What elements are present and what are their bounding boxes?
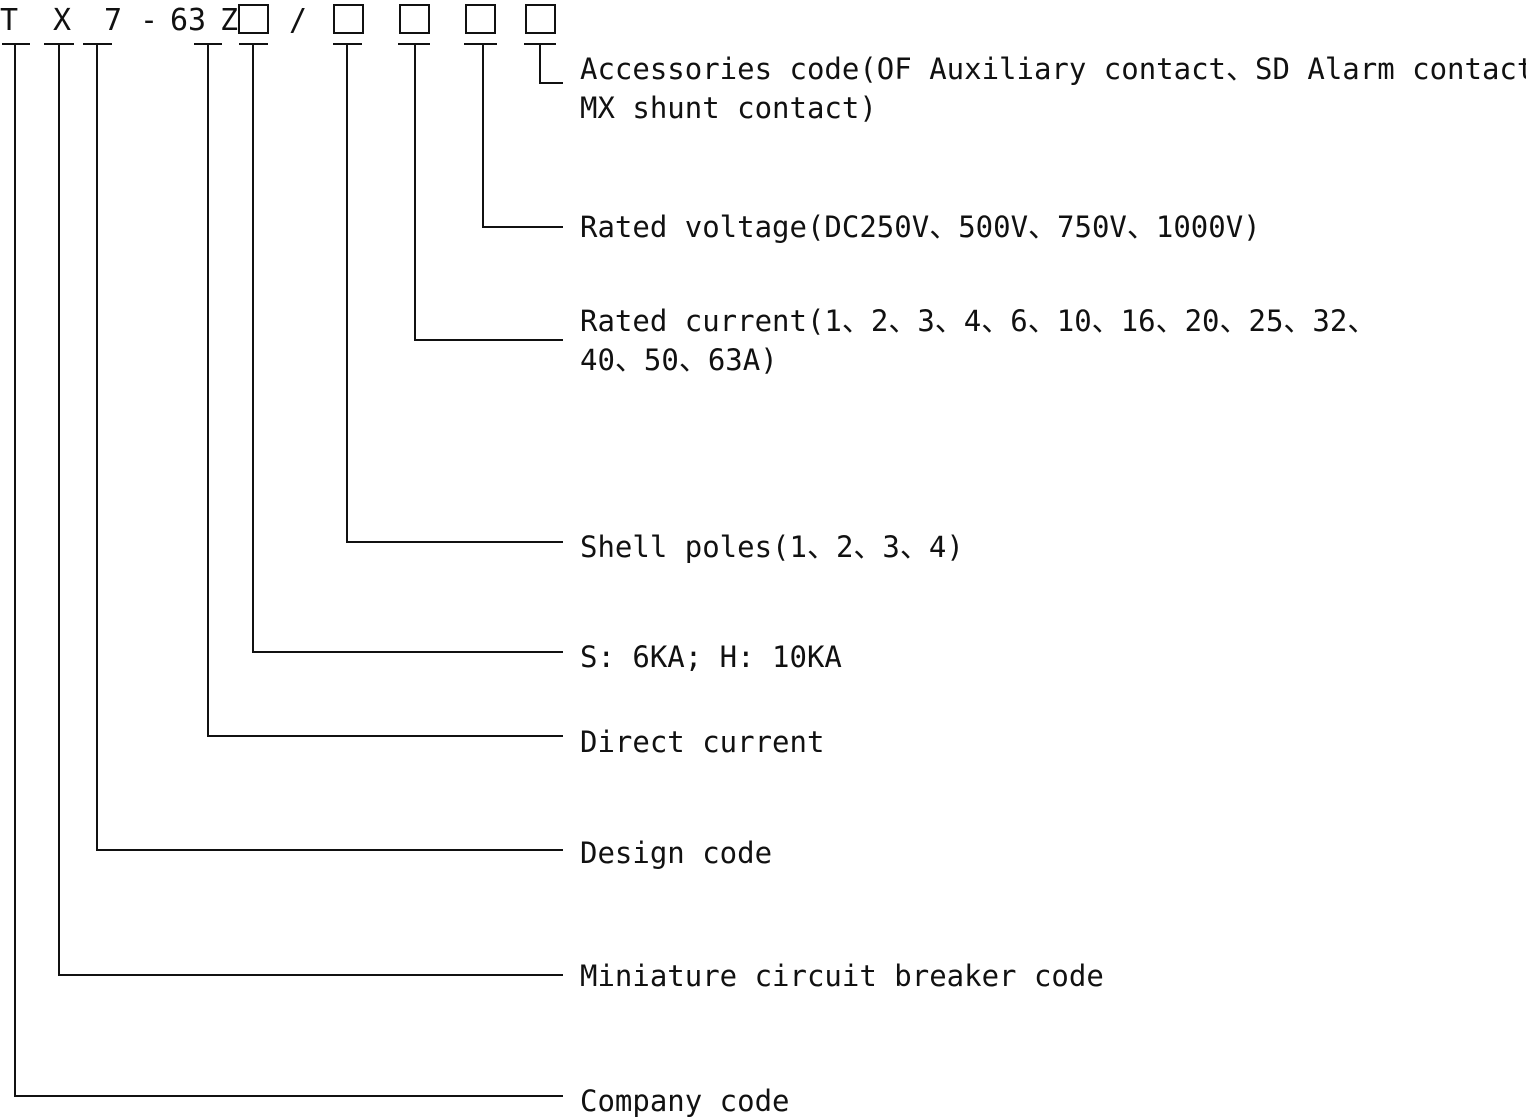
- code-char-dash: -: [140, 3, 158, 38]
- leader-rated-voltage: [482, 44, 563, 228]
- label-accessories-line1: Accessories code(OF Auxiliary contact、SD…: [580, 52, 1526, 86]
- label-rated-voltage: Rated voltage(DC250V、500V、750V、1000V): [580, 210, 1261, 244]
- leader-design-code: [96, 44, 563, 851]
- code-char-z: Z: [220, 3, 238, 38]
- leader-shell-poles: [346, 44, 563, 543]
- code-char-7: 7: [104, 3, 122, 38]
- label-direct-current: Direct current: [580, 725, 824, 759]
- leader-breaking-capacity: [252, 44, 563, 653]
- placeholder-box-voltage: [465, 4, 496, 34]
- leader-rated-current: [414, 44, 563, 341]
- label-rated-current-line2: 40、50、63A): [580, 343, 778, 377]
- code-char-x: X: [53, 3, 71, 38]
- label-breaking-capacity: S: 6KA; H: 10KA: [580, 640, 842, 674]
- label-accessories-line2: MX shunt contact): [580, 91, 877, 125]
- leader-company-code: [14, 44, 563, 1097]
- code-char-slash: /: [289, 3, 307, 38]
- placeholder-box-poles: [333, 4, 364, 34]
- model-code-header: T X 7 - 63 Z /: [0, 3, 556, 38]
- label-company-code: Company code: [580, 1084, 790, 1118]
- label-design-code: Design code: [580, 836, 772, 870]
- leader-lines: [14, 44, 563, 1097]
- placeholder-box-current: [399, 4, 430, 34]
- leader-accessories: [539, 44, 563, 84]
- label-shell-poles: Shell poles(1、2、3、4): [580, 530, 964, 564]
- label-mcb-code: Miniature circuit breaker code: [580, 959, 1104, 993]
- leader-mcb-code: [58, 44, 563, 976]
- code-char-63: 63: [170, 3, 206, 38]
- placeholder-box-breaking: [238, 4, 269, 34]
- code-char-t: T: [0, 3, 18, 38]
- labels: Accessories code(OF Auxiliary contact、SD…: [580, 52, 1526, 1118]
- label-rated-current-line1: Rated current(1、2、3、4、6、10、16、20、25、32、: [580, 304, 1376, 338]
- placeholder-box-accessories: [525, 4, 556, 34]
- leader-direct-current: [207, 44, 563, 737]
